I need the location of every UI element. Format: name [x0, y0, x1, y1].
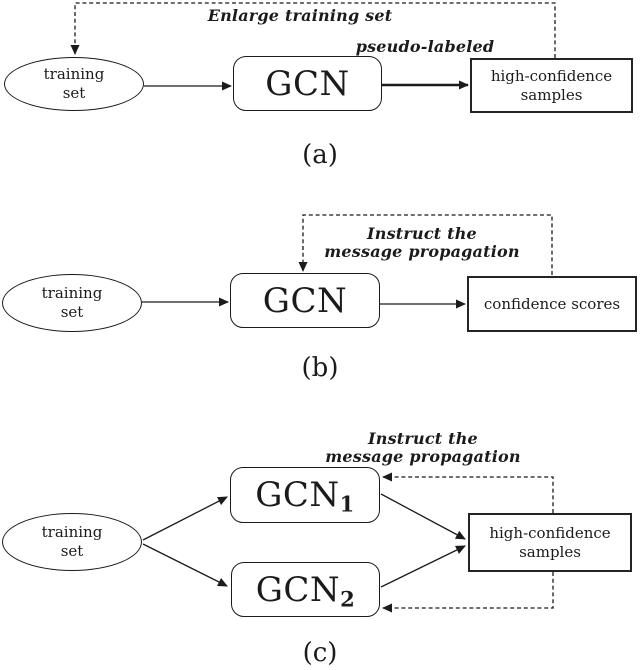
panel-c-training-set-node: training set — [2, 513, 142, 571]
training-set-label-line1: training — [41, 284, 103, 302]
panel-a-training-set-node: training set — [4, 57, 144, 111]
samples-label-line2: samples — [519, 542, 581, 561]
panel-a-caption: (a) — [302, 140, 338, 170]
training-set-label-line1: training — [41, 523, 103, 541]
panel-c-feedback-label: Instruct the message propagation — [303, 430, 543, 466]
panel-c-feedback-dashed-arrow-to-gcn1 — [382, 472, 554, 513]
samples-label-line2: samples — [520, 85, 583, 104]
gcn2-base: GCN — [255, 569, 341, 610]
samples-label-line1: high-confidence — [489, 523, 611, 542]
panel-c-gcn1-node: GCN1 — [230, 467, 380, 523]
panel-a-feedback-label: Enlarge training set — [207, 6, 393, 25]
panel-a-gcn-node: GCN — [233, 56, 382, 111]
panel-c-caption: (c) — [302, 638, 338, 668]
gcn2-label: GCN2 — [255, 569, 356, 610]
gcn1-base: GCN — [255, 475, 340, 515]
panel-c-feedback-dashed-arrow-to-gcn2 — [382, 572, 554, 613]
feedback-label-line2: message propagation — [324, 242, 520, 261]
panel-c-arrow-gcn2-to-samples — [380, 545, 466, 588]
panel-b-feedback-label: Instruct the message propagation — [302, 225, 542, 261]
feedback-label-line1: Instruct the — [368, 429, 478, 448]
training-set-label-line2: set — [60, 542, 84, 560]
panel-b-feedback-dashed-arrow — [298, 214, 553, 275]
gcn1-subscript: 1 — [339, 491, 355, 517]
scores-label: confidence scores — [483, 294, 621, 313]
training-set-label-line2: set — [62, 84, 86, 102]
panel-a-high-confidence-samples-node: high-confidence samples — [470, 58, 633, 113]
feedback-label-line1: Instruct the — [367, 224, 477, 243]
panel-b-confidence-scores-node: confidence scores — [467, 276, 637, 332]
gcn2-subscript: 2 — [340, 585, 356, 611]
panel-c-arrow-gcn1-to-samples — [380, 493, 466, 540]
panel-c-arrow-trainingset-to-gcn1 — [142, 496, 228, 541]
training-set-label-line1: training — [43, 65, 105, 83]
panel-b-gcn-node: GCN — [230, 273, 380, 328]
samples-label-line1: high-confidence — [490, 66, 613, 85]
gcn1-label: GCN1 — [255, 475, 355, 515]
panel-b-caption: (b) — [301, 353, 339, 383]
feedback-label-line2: message propagation — [325, 447, 521, 466]
panel-c-gcn2-node: GCN2 — [231, 562, 380, 617]
panel-a-feedback-dashed-arrow — [70, 2, 556, 58]
panel-c-arrow-trainingset-to-gcn2 — [142, 543, 228, 587]
training-set-label-line2: set — [60, 303, 84, 321]
panel-b-training-set-node: training set — [2, 274, 142, 332]
gcn-label: GCN — [265, 63, 350, 104]
panel-c-high-confidence-samples-node: high-confidence samples — [468, 513, 632, 572]
gcn-label: GCN — [262, 280, 348, 321]
panel-a-edge-label-pseudo-labeled: pseudo-labeled — [355, 37, 495, 56]
